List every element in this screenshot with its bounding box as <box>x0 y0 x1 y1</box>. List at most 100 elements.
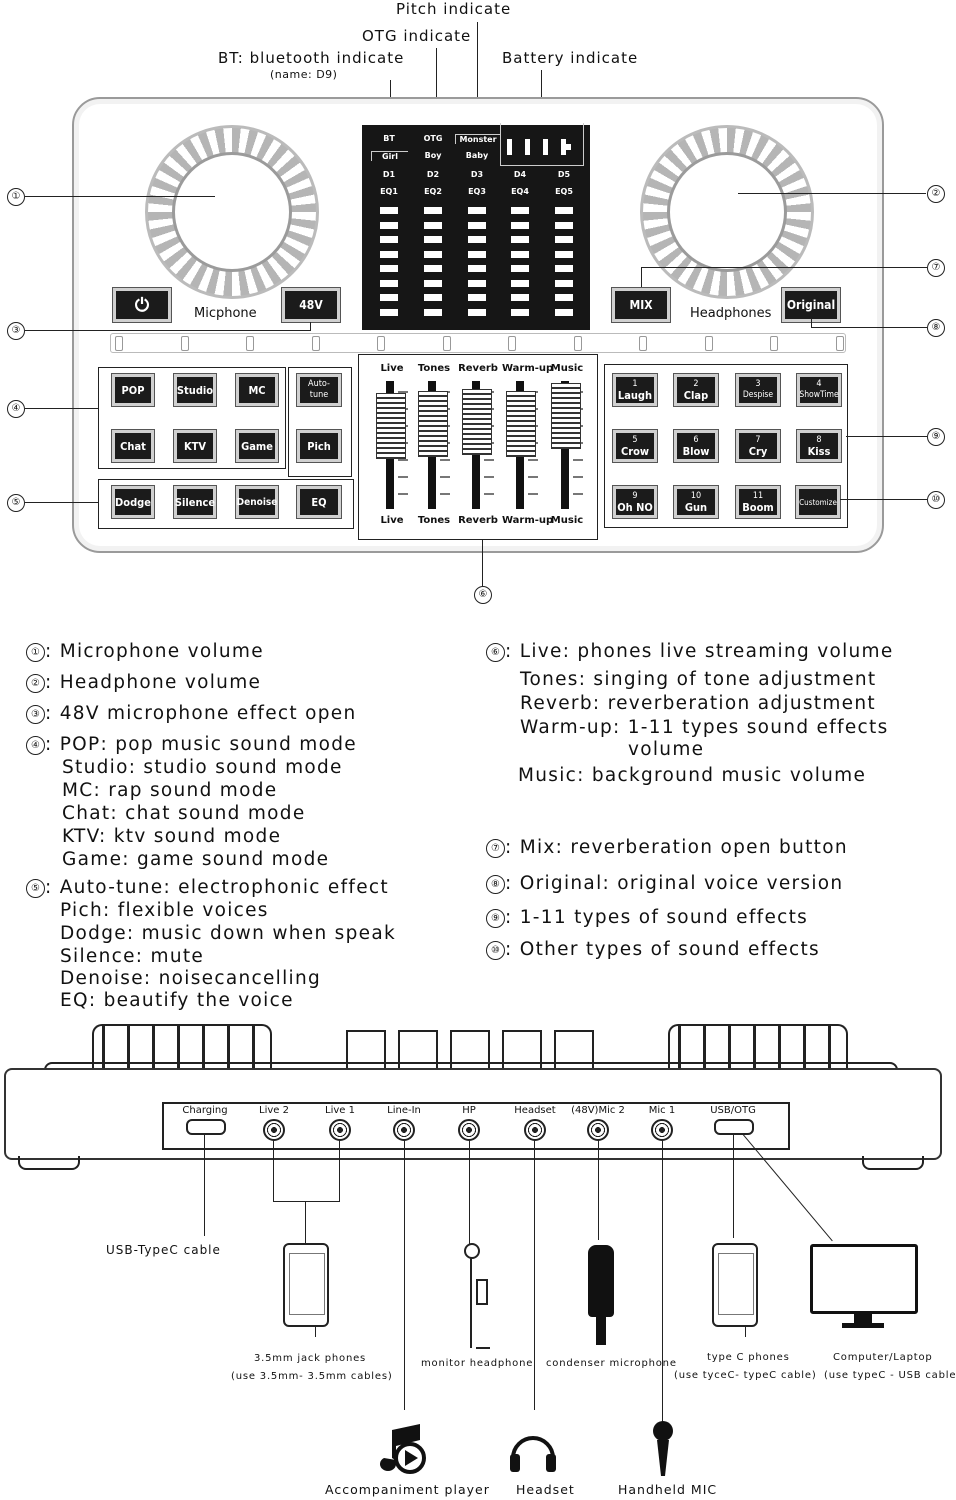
fader-tones-handle[interactable] <box>418 391 448 457</box>
legend-number: ④ <box>26 736 45 755</box>
level-segment <box>555 250 573 258</box>
fader-tick <box>398 459 408 461</box>
callout-1: ① <box>7 188 25 206</box>
effect-number: 11 <box>752 491 764 501</box>
autotune-group <box>288 367 352 477</box>
mix-button[interactable]: MIX <box>611 287 671 323</box>
level-segment <box>424 250 442 258</box>
usb-otg-port[interactable] <box>714 1119 754 1135</box>
game-button[interactable]: Game <box>235 429 279 463</box>
right-knob-side <box>668 1024 848 1072</box>
callout-8: ⑧ <box>927 319 945 337</box>
legend-right-item: volume <box>628 739 704 760</box>
mc-button[interactable]: MC <box>235 373 279 407</box>
audio-jack[interactable] <box>587 1119 609 1141</box>
fader-label-top: Music <box>550 363 584 374</box>
level-segment <box>380 250 398 258</box>
audio-jack[interactable] <box>458 1119 480 1141</box>
pop-button[interactable]: POP <box>111 373 155 407</box>
audio-jack[interactable] <box>393 1119 415 1141</box>
effect-number: 5 <box>632 435 638 445</box>
legend-text: KTV: ktv sound mode <box>62 826 282 847</box>
effect-number: 1 <box>632 379 638 389</box>
chat-button[interactable]: Chat <box>111 429 155 463</box>
fader-label-bottom: Music <box>550 515 584 526</box>
legend-left-item: ④: POP: pop music sound mode <box>26 734 357 755</box>
audio-jack[interactable] <box>524 1119 546 1141</box>
fader-label-top: Tones <box>417 363 451 374</box>
fader-label-bottom: Live <box>380 515 404 526</box>
accompaniment-player-icon <box>374 1420 430 1476</box>
autotune-button[interactable]: Auto-tune <box>296 373 342 407</box>
original-button[interactable]: Original <box>781 287 841 323</box>
level-segment <box>424 265 442 272</box>
headphone-volume-knob[interactable] <box>640 125 814 299</box>
audio-jack[interactable] <box>651 1119 673 1141</box>
customize-button[interactable]: Customize <box>795 485 841 519</box>
accompaniment-label: Accompaniment player <box>325 1482 490 1497</box>
port-label: Line-In <box>387 1105 421 1116</box>
charging-port[interactable] <box>186 1119 226 1135</box>
effect-label: Oh NO <box>617 501 653 514</box>
fader-live-handle[interactable] <box>376 393 406 459</box>
ktv-button[interactable]: KTV <box>173 429 217 463</box>
effect-label: Kiss <box>807 445 831 458</box>
level-segment <box>468 294 486 301</box>
callout-3: ③ <box>7 322 25 340</box>
legend-left-item: KTV: ktv sound mode <box>62 826 281 847</box>
port-label: USB/OTG <box>710 1105 756 1116</box>
fader-music-handle[interactable] <box>551 383 581 449</box>
eq-button[interactable]: EQ <box>296 485 342 519</box>
legend-left-item: Chat: chat sound mode <box>62 803 306 824</box>
jack-phones-note: (use 3.5mm- 3.5mm cables) <box>231 1371 393 1382</box>
legend-left-item: Silence: mute <box>60 946 204 967</box>
legend-text: Music: background music volume <box>518 765 867 786</box>
microphone-volume-knob[interactable] <box>145 125 319 299</box>
silence-button[interactable]: Silence <box>173 485 217 519</box>
legend-left-item: ③: 48V microphone effect open <box>26 703 356 724</box>
legend-text: Silence: mute <box>60 946 205 967</box>
48v-button[interactable]: 48V <box>281 287 341 323</box>
legend-right-item: ⑩: Other types of sound effects <box>486 939 820 960</box>
fader-warm-up-handle[interactable] <box>506 391 536 457</box>
led-indicator <box>704 336 713 351</box>
computer-icon <box>810 1244 918 1332</box>
dodge-button[interactable]: Dodge <box>111 485 155 519</box>
effect-number: 10 <box>690 491 702 501</box>
fader-label-bottom: Tones <box>417 515 451 526</box>
d5: D5 <box>557 170 571 179</box>
level-segment <box>511 308 529 316</box>
pich-button[interactable]: Pich <box>296 429 342 463</box>
legend-number: ⑤ <box>26 879 45 898</box>
legend-number: ③ <box>26 705 45 724</box>
legend-left-item: Dodge: music down when speak <box>60 923 396 944</box>
monitor-headphone-icon <box>462 1243 492 1349</box>
legend-number: ② <box>26 674 45 693</box>
led-indicator <box>377 336 385 351</box>
effects-group <box>604 364 848 528</box>
studio-button[interactable]: Studio <box>173 373 217 407</box>
power-button[interactable]: ⏻ <box>112 287 172 323</box>
denoise-button[interactable]: Denoise <box>235 485 279 519</box>
typec-note: (use tyceC- typeC cable) <box>674 1370 817 1381</box>
level-segment <box>555 294 573 301</box>
led-indicator <box>246 336 254 351</box>
legend-right-item: Music: background music volume <box>518 765 866 786</box>
audio-jack[interactable] <box>329 1119 351 1141</box>
legend-right-item: Warm-up: 1-11 types sound effects <box>520 717 889 738</box>
effect-number: 9 <box>632 491 638 501</box>
fader-reverb-handle[interactable] <box>462 389 492 455</box>
battery-callout: Battery indicate <box>502 49 639 67</box>
audio-jack[interactable] <box>263 1119 285 1141</box>
